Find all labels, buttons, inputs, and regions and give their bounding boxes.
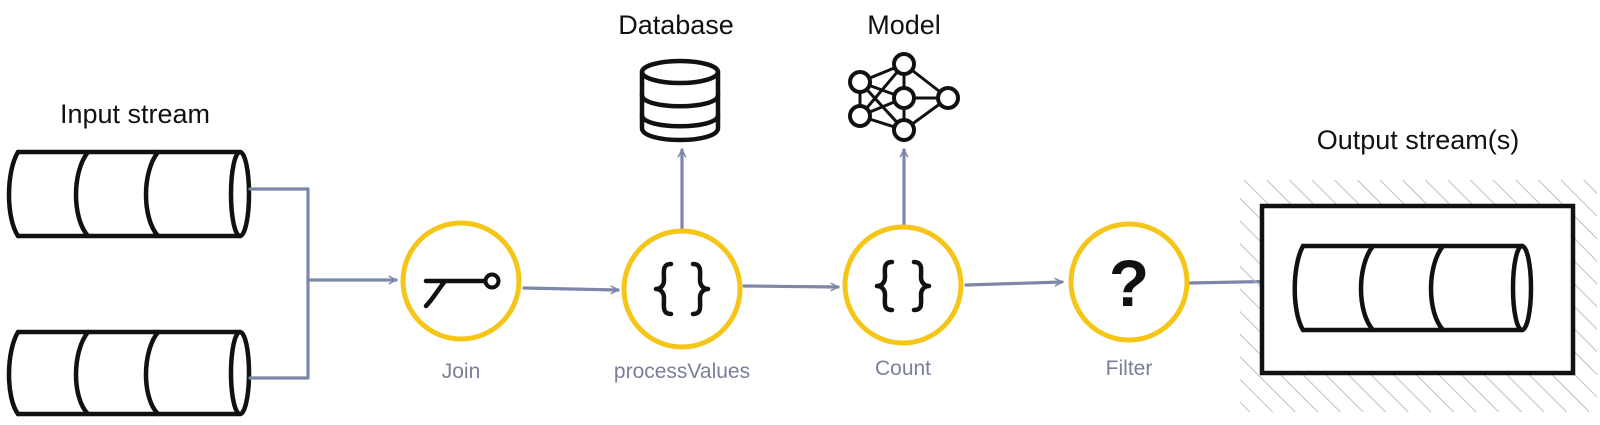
input-stream-bottom-icon	[6, 329, 252, 417]
database-title: Database	[618, 10, 734, 40]
node-join	[400, 220, 522, 342]
output-stream-icon	[1292, 243, 1534, 333]
output-stream-title: Output stream(s)	[1317, 125, 1520, 155]
node-join-label: Join	[442, 360, 481, 383]
join-icon	[423, 272, 501, 309]
input-merge-connector	[248, 187, 398, 380]
node-count-ring	[842, 224, 964, 346]
node-count	[842, 224, 964, 346]
node-filter-label: Filter	[1106, 357, 1153, 380]
model-title: Model	[867, 10, 941, 40]
database-icon	[639, 58, 721, 143]
output-frame	[1259, 203, 1576, 376]
node-filter-ring	[1068, 221, 1190, 343]
output-stream-area	[1240, 180, 1597, 412]
node-process-label: processValues	[614, 360, 750, 383]
input-stream-title: Input stream	[60, 99, 210, 129]
question-mark-icon: ?	[1109, 246, 1149, 320]
edge-join-process	[522, 285, 620, 295]
node-filter: ?	[1068, 221, 1190, 343]
node-process-ring	[621, 228, 743, 350]
node-process-values	[621, 228, 743, 350]
edge-process-count	[742, 282, 840, 292]
edge-count-filter	[964, 277, 1064, 287]
neural-network-icon	[848, 52, 960, 142]
curly-braces-icon	[653, 261, 711, 317]
curly-braces-icon	[874, 259, 932, 313]
node-count-label: Count	[875, 357, 931, 380]
input-stream-top-icon	[6, 149, 252, 239]
